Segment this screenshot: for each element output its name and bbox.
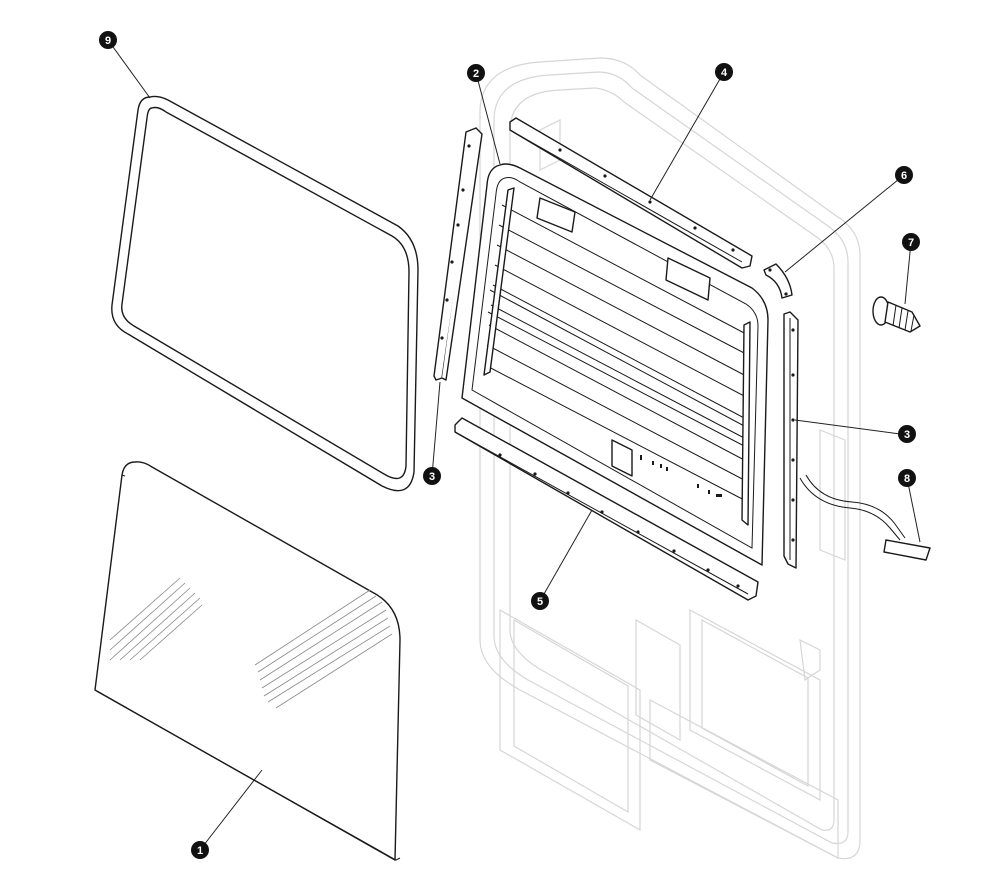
svg-text:2: 2 bbox=[473, 68, 479, 80]
svg-text:7: 7 bbox=[908, 237, 914, 249]
callout-2: 2 bbox=[467, 64, 485, 82]
svg-text:9: 9 bbox=[105, 35, 111, 47]
svg-text:4: 4 bbox=[721, 67, 728, 79]
svg-text:8: 8 bbox=[904, 473, 910, 485]
callout-1: 1 bbox=[191, 841, 209, 859]
svg-text:1: 1 bbox=[197, 845, 203, 857]
part-3-left-channel bbox=[433, 127, 483, 381]
callout-9: 9 bbox=[99, 31, 117, 49]
svg-text:5: 5 bbox=[537, 596, 543, 608]
svg-text:6: 6 bbox=[901, 170, 907, 182]
part-6-corner-clip bbox=[763, 263, 793, 299]
svg-text:3: 3 bbox=[429, 471, 435, 483]
callout-5: 5 bbox=[531, 592, 549, 610]
callout-3-right: 3 bbox=[898, 425, 916, 443]
part-3-right-channel bbox=[783, 311, 799, 569]
callout-7: 7 bbox=[902, 233, 920, 251]
callout-8: 8 bbox=[898, 469, 916, 487]
callout-6: 6 bbox=[895, 166, 913, 184]
part-5-bottom-rail bbox=[454, 417, 759, 601]
part-4-top-rail bbox=[509, 117, 753, 269]
leader-lines bbox=[107, 39, 921, 851]
glass-reflection-lines bbox=[109, 577, 393, 709]
callout-4: 4 bbox=[715, 63, 733, 81]
part-1-glass-pane bbox=[94, 461, 401, 861]
part-9-window-seal bbox=[111, 95, 419, 492]
door-body-outline bbox=[479, 57, 861, 860]
callout-3-left: 3 bbox=[423, 467, 441, 485]
svg-text:3: 3 bbox=[904, 429, 910, 441]
part-2-window-frame bbox=[461, 163, 769, 566]
part-7-screw bbox=[872, 296, 921, 333]
frame-louvre-slats bbox=[484, 204, 749, 503]
part-8-cable bbox=[799, 474, 931, 561]
